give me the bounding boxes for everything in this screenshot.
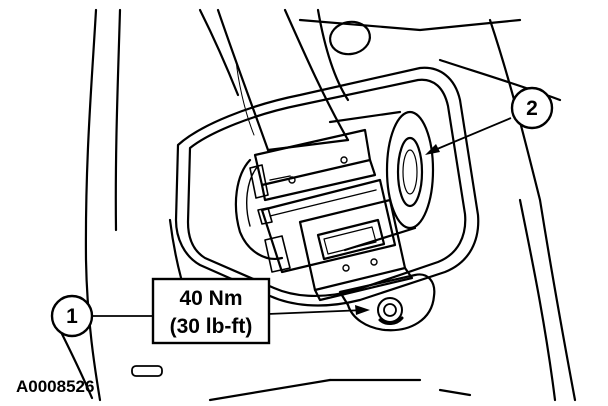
callout-2-leader [429,117,512,153]
torque-leader [267,309,366,315]
callout-2: 2 [510,86,554,130]
retractor-mounting-tab [338,273,436,332]
callout-1-number: 1 [66,305,78,328]
retractor-spool-housing [234,110,435,260]
torque-spec-box: 40 Nm (30 lb-ft) [151,277,271,345]
figure-id: A0008526 [16,377,94,396]
torque-metric: 40 Nm [179,287,242,310]
floor-slot [131,365,163,377]
panel-access-hole [329,20,371,56]
callout-2-number: 2 [526,97,538,120]
callout-1-circle [50,294,94,338]
retractor-label-plate [288,156,386,272]
torque-arrowhead [355,305,370,315]
retractor-bracket [249,128,414,302]
torque-imperial: (30 lb-ft) [170,315,253,338]
retractor-mounting-pocket [174,66,480,307]
retractor-mounting-bolt [377,297,404,325]
seat-belt-webbing [216,8,350,152]
callout-2-arrowhead [425,144,440,155]
callout-2-circle [510,86,554,130]
torque-spec-frame [151,277,271,345]
callout-1: 1 [50,294,94,338]
